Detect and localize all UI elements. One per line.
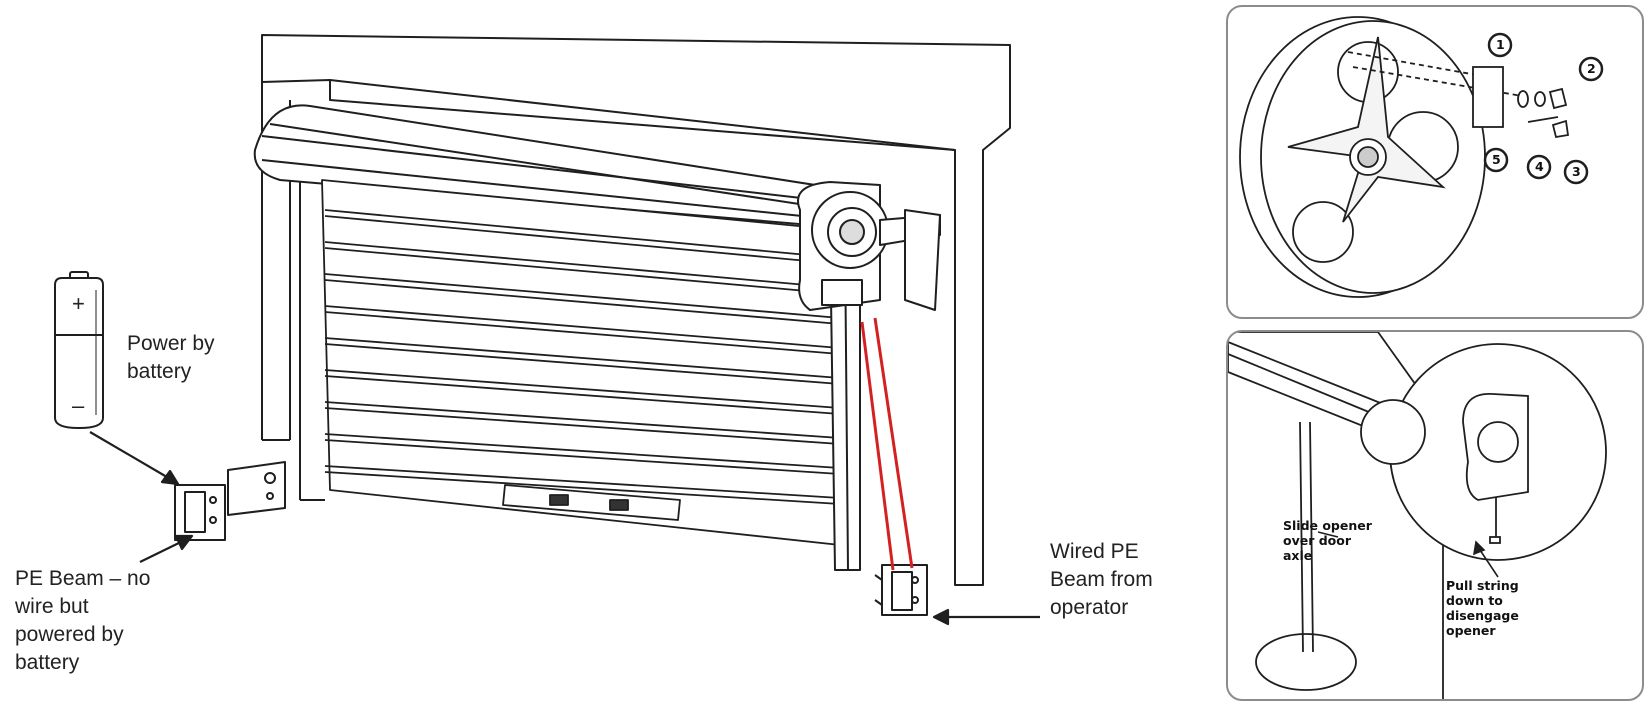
pointer-arrows — [89, 431, 1040, 626]
battery-pe-beam-sensor — [174, 461, 286, 541]
callout-2: 2 — [1587, 61, 1596, 76]
power-by-battery-label: Power by battery — [127, 332, 215, 383]
callout-4: 4 — [1535, 159, 1544, 174]
battery-icon — [54, 271, 104, 429]
roller-shutter-diagram — [54, 34, 1040, 626]
callout-circles — [1483, 32, 1604, 185]
pe-beam-battery-label: PE Beam – no wire but powered by battery — [15, 567, 151, 674]
detail-panel-opener-install: Slide opener over door axle Pull string … — [1226, 330, 1644, 701]
roll-tube — [253, 104, 875, 231]
wired-pe-beam-label: Wired PE Beam from operator — [1050, 540, 1153, 619]
battery-plus-sign: + — [72, 291, 85, 316]
motor-operator — [797, 181, 941, 311]
wall-frame — [261, 34, 1011, 586]
slide-opener-callout: Slide opener over door axle — [1283, 518, 1372, 563]
wired-pe-beam-sensor — [874, 564, 928, 616]
pull-string-callout: Pull string down to disengage opener — [1446, 578, 1519, 638]
battery-minus-sign: – — [72, 393, 85, 418]
exploded-hardware — [1347, 51, 1570, 139]
drum-wheel — [1239, 16, 1486, 298]
detail-panel-drum-assembly: 1 2 3 4 5 — [1226, 5, 1644, 319]
callout-1: 1 — [1496, 37, 1505, 52]
pe-beam-wire — [860, 317, 914, 571]
callout-3: 3 — [1572, 164, 1581, 179]
support-pole — [1255, 421, 1444, 699]
right-guide — [829, 229, 861, 571]
magnified-view — [1360, 343, 1607, 561]
callout-5: 5 — [1492, 152, 1501, 167]
callout-arrows — [1317, 531, 1499, 578]
shutter-curtain — [321, 179, 841, 546]
